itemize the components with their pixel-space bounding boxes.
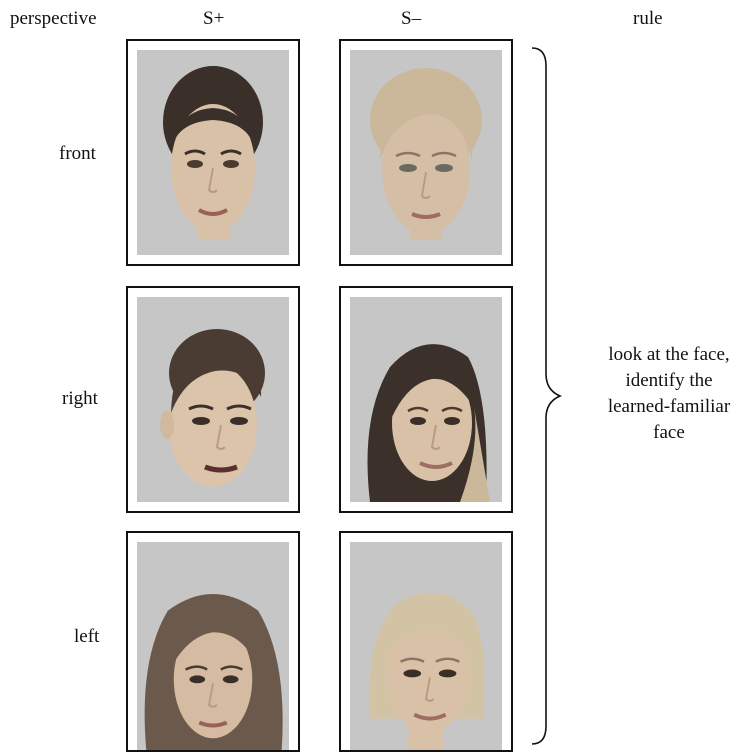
face-photo-left-s-minus (350, 542, 502, 750)
face-card-front-s-plus (126, 39, 300, 266)
face-photo-front-s-plus (137, 50, 289, 255)
row-label-right: right (62, 388, 98, 409)
face-portrait-image (160, 329, 265, 487)
face-portrait-image (163, 66, 263, 240)
face-card-left-s-minus (339, 531, 513, 752)
face-card-left-s-plus (126, 531, 300, 752)
face-card-right-s-minus (339, 286, 513, 513)
header-s-plus: S+ (203, 8, 225, 29)
face-photo-front-s-minus (350, 50, 502, 255)
face-portrait-image (144, 594, 283, 750)
face-photo-right-s-minus (350, 297, 502, 502)
rule-text: look at the face, identify the learned-f… (584, 342, 752, 446)
row-label-front: front (59, 143, 96, 164)
header-s-minus: S– (401, 8, 422, 29)
rule-brace (531, 47, 563, 745)
face-portrait-image (367, 344, 490, 502)
face-photo-right-s-plus (137, 297, 289, 502)
face-card-front-s-minus (339, 39, 513, 266)
rule-line: face (653, 422, 685, 443)
face-card-right-s-plus (126, 286, 300, 513)
header-rule: rule (633, 8, 663, 29)
face-portrait-image (368, 593, 485, 750)
face-portrait-image (370, 68, 482, 240)
header-perspective: perspective (10, 8, 97, 29)
rule-line: look at the face, (608, 344, 730, 365)
row-label-left: left (74, 626, 100, 647)
face-photo-left-s-plus (137, 542, 289, 750)
rule-line: learned-familiar (607, 396, 731, 417)
rule-line: identify the (625, 370, 713, 391)
